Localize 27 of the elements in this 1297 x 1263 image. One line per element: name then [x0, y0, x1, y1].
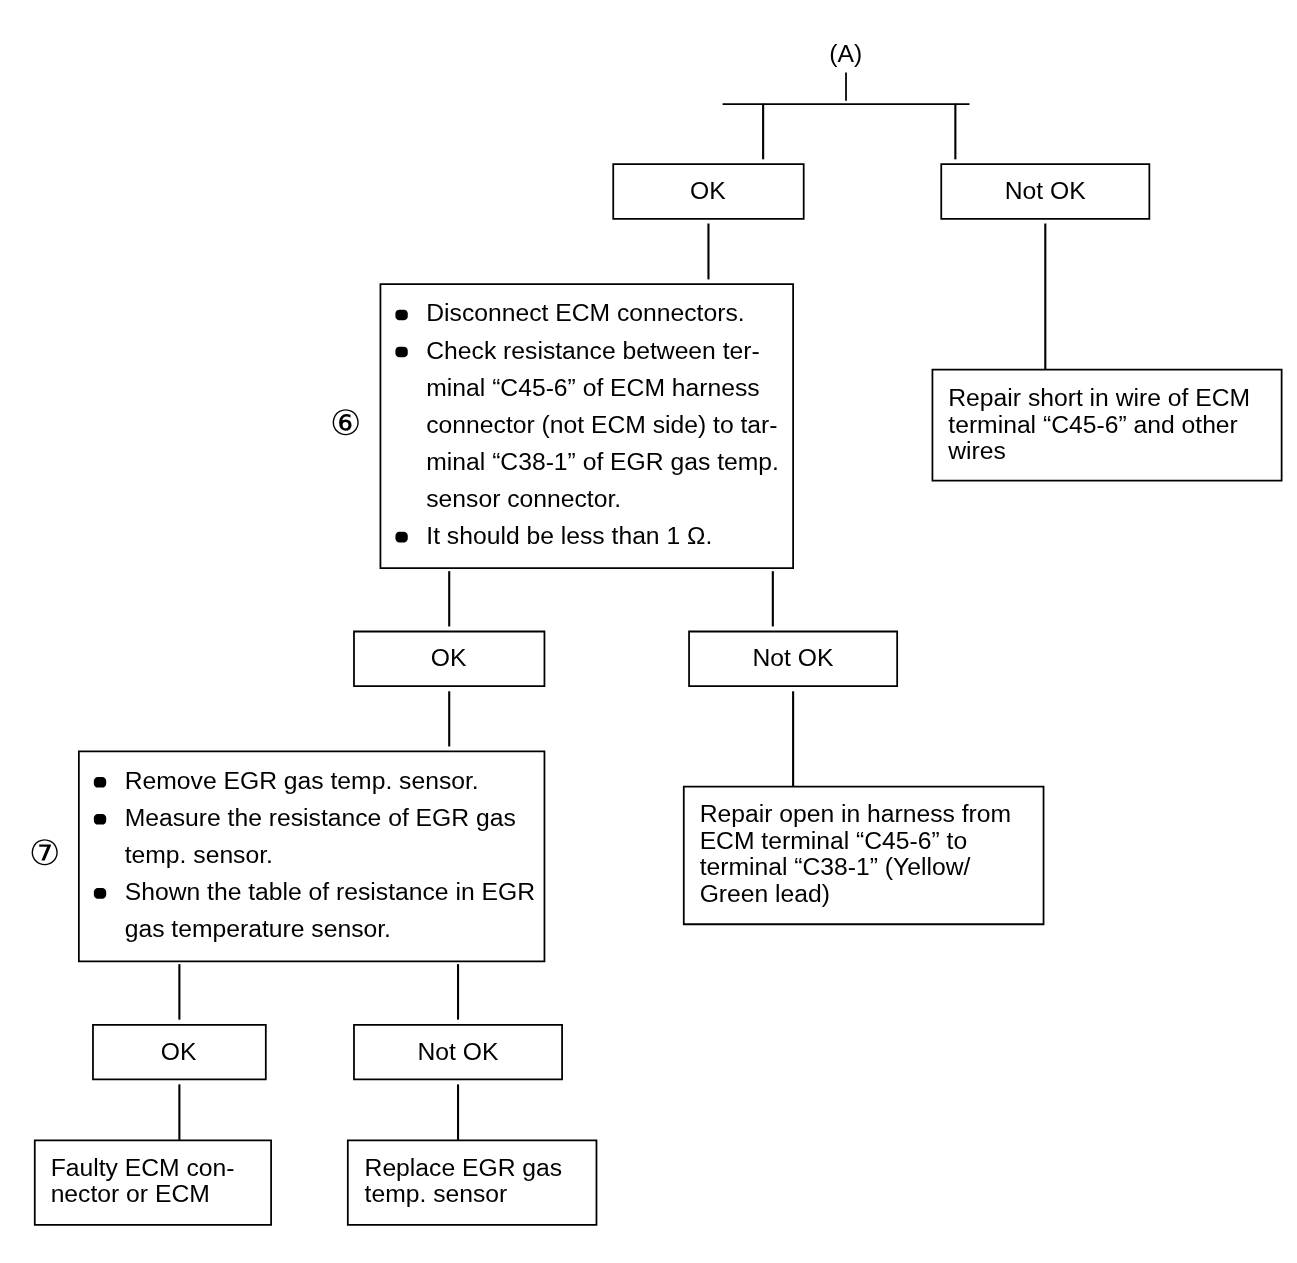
node-box: Repair open in harness from ECM terminal “C45-6” to terminal “C38-1” (Yellow/ Green lead) [682, 785, 1045, 926]
node-box: Repair short in wire of ECM terminal “C45-6” and other wires [931, 368, 1283, 482]
node-box: Not OK [353, 1023, 563, 1081]
connector [954, 103, 957, 160]
connector [456, 964, 460, 1020]
node-box: Remove EGR gas temp. sensor. Measure the resistance of EGR gas temp. sensor. Shown the table of resistance in EGR gas temperature sensor. [78, 750, 546, 963]
node-label: ⑦ [28, 833, 60, 873]
connector [456, 1084, 460, 1140]
connector [448, 571, 451, 627]
connector [792, 691, 795, 787]
connector [1044, 223, 1047, 370]
connector [762, 103, 765, 160]
node-label: ⑥ [330, 402, 362, 442]
node-text: (A) [829, 40, 863, 68]
node-box: OK [612, 163, 805, 220]
node-box: OK [92, 1023, 267, 1081]
node-box: Faulty ECM con- nector or ECM [33, 1139, 272, 1226]
node-box: Disconnect ECM connectors. Check resistance between ter- minal “C45-6” of ECM harness connector (not ECM side) to tar- minal “C38-1” of EGR gas temp. sensor connector. It should be less than 1 Ω. [379, 283, 794, 569]
connector [178, 1084, 181, 1140]
connector [707, 223, 710, 280]
node-box: Replace EGR gas temp. sensor [346, 1139, 598, 1226]
connector [448, 691, 451, 747]
connector [178, 964, 181, 1020]
node-box: Not OK [940, 163, 1151, 220]
node-box: OK [353, 630, 546, 688]
node-box: Not OK [688, 630, 899, 688]
connector [771, 571, 774, 627]
